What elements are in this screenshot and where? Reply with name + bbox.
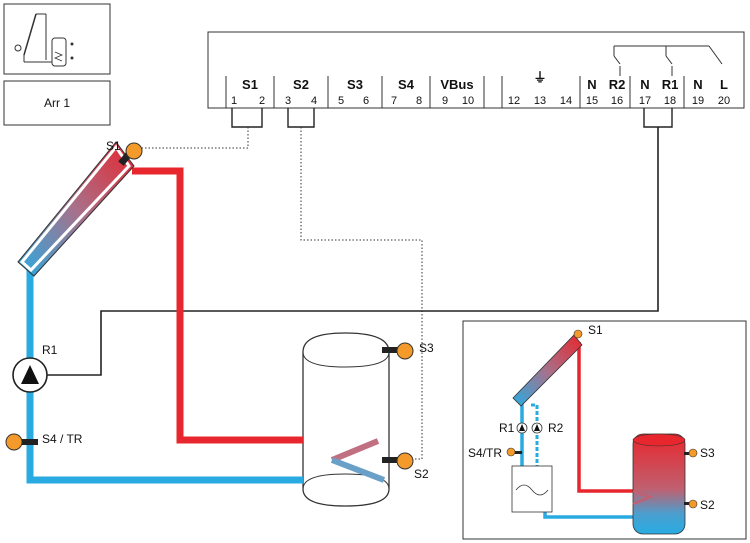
sensor-s1-label: S1 <box>106 139 121 153</box>
terminal-number: 1 <box>231 95 237 107</box>
terminal-number: 4 <box>311 95 317 107</box>
arrangement-thumbnail-icon <box>3 3 111 75</box>
terminal-number: 3 <box>285 95 291 107</box>
heat-exchanger-coil-front <box>330 438 386 483</box>
sensor-s3: S3 <box>382 341 434 360</box>
inset-pump-r1-icon: R1 <box>499 421 528 435</box>
terminal-group-n-r2: N <box>587 77 596 92</box>
terminal-group-s1: S1 <box>242 77 258 92</box>
relay-switch-icon <box>613 45 723 76</box>
terminal-number: 19 <box>692 95 704 107</box>
pump-r1-icon: R1 <box>12 343 58 393</box>
terminal-number: 9 <box>442 95 448 107</box>
terminal-number: 20 <box>718 95 730 107</box>
terminal-number: 18 <box>664 95 676 107</box>
terminal-number: 10 <box>462 95 474 107</box>
terminal-group-vbus: VBus <box>440 77 473 92</box>
inset-sensor-s4-tr: S4/TR <box>468 446 522 460</box>
terminal-number: 2 <box>259 95 265 107</box>
sensor-s1: S1 <box>106 139 143 166</box>
inset-pump-r2-label: R2 <box>548 421 564 435</box>
arrangement-label-box: Arr 1 <box>3 80 111 126</box>
inset-pump-r1-label: R1 <box>499 421 515 435</box>
controller-terminal-block: S1 S2 S3 S4 VBus ⏚ N R2 N R1 N L 1 2 3 4… <box>207 31 745 109</box>
terminal-number: 5 <box>338 95 344 107</box>
terminal-group-r1: R1 <box>662 77 679 92</box>
sensor-s3-label: S3 <box>419 341 434 355</box>
terminal-group-n-r1: N <box>640 77 649 92</box>
pump-r1-label: R1 <box>42 343 58 357</box>
sensor-wiring <box>142 127 423 460</box>
terminal-number: 8 <box>416 95 422 107</box>
terminal-number: 7 <box>391 95 397 107</box>
terminal-number: 15 <box>586 95 598 107</box>
sensor-s2-label: S2 <box>414 467 429 481</box>
sensor-s4-tr: S4 / TR <box>5 432 83 451</box>
inset-sensor-s3: S3 <box>684 446 715 460</box>
storage-tank <box>302 332 390 507</box>
sensor-s2: S2 <box>382 452 429 481</box>
terminal-number: 13 <box>534 95 546 107</box>
inset-pump-r2-icon: R2 <box>531 421 564 435</box>
inset-hot-pipe <box>577 342 633 493</box>
terminal-group-s3: S3 <box>347 77 363 92</box>
terminal-group-s2: S2 <box>293 77 309 92</box>
inset-sensor-s1-label: S1 <box>588 323 603 337</box>
inset-sensor-s2-label: S2 <box>700 498 715 512</box>
terminal-number: 14 <box>560 95 572 107</box>
terminal-number: 6 <box>363 95 369 107</box>
arrangement-label: Arr 1 <box>44 96 70 110</box>
inset-system-diagram: R1 R2 S1 S3 S2 S4/TR <box>462 320 747 540</box>
terminal-group-l: L <box>720 77 728 92</box>
terminal-number: 17 <box>639 95 651 107</box>
sensor-s4-label: S4 / TR <box>42 432 83 446</box>
ground-symbol-icon: ⏚ <box>533 70 546 85</box>
pump-power-wire <box>46 127 659 376</box>
terminal-number: 16 <box>611 95 623 107</box>
terminal-number: 12 <box>508 95 520 107</box>
solar-collector <box>17 141 135 277</box>
inset-sensor-s2: S2 <box>684 498 715 512</box>
terminal-group-s4: S4 <box>398 77 415 92</box>
terminal-group-r2: R2 <box>609 77 626 92</box>
inset-exchanger-box <box>511 465 553 513</box>
terminal-group-n: N <box>693 77 702 92</box>
inset-storage-tank <box>632 433 686 535</box>
inset-sensor-s4-label: S4/TR <box>468 446 502 460</box>
inset-sensor-s1: S1 <box>573 323 603 339</box>
inset-sensor-s3-label: S3 <box>700 446 715 460</box>
terminal-brackets <box>231 108 673 128</box>
inset-solar-collector <box>512 334 583 407</box>
